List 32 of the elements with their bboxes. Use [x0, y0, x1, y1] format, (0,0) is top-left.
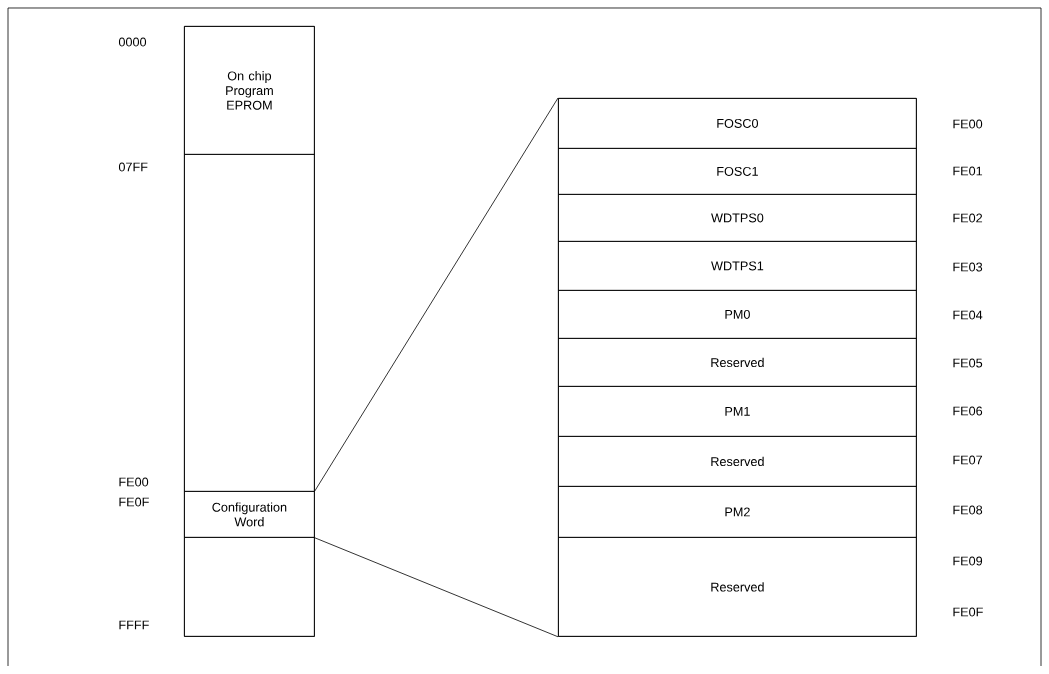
memory-segment: WDTPS1	[558, 241, 917, 291]
memory-segment: On chip Program EPROM	[184, 26, 315, 155]
zoom-line	[314, 97, 559, 492]
address-label: FE00	[953, 119, 983, 129]
memory-segment: FOSC0	[558, 98, 917, 149]
memory-segment	[184, 537, 315, 637]
memory-segment: Reserved	[558, 338, 917, 387]
address-label: FE03	[953, 262, 983, 272]
address-label: FE0F	[119, 497, 149, 507]
memory-segment: Reserved	[558, 537, 917, 637]
zoom-line	[314, 537, 559, 638]
address-label: FE04	[953, 310, 983, 320]
address-label: 0000	[118, 37, 147, 47]
address-label: FE09	[953, 556, 983, 566]
memory-segment: PM1	[558, 386, 917, 437]
memory-segment	[184, 154, 315, 492]
memory-segment: Reserved	[558, 436, 917, 487]
address-label: FE00	[119, 477, 149, 487]
memory-segment: WDTPS0	[558, 194, 917, 242]
address-label: FFFF	[119, 620, 149, 630]
address-label: FE02	[953, 213, 983, 223]
memory-segment: FOSC1	[558, 148, 917, 195]
address-label: FE08	[953, 505, 983, 515]
memory-segment: PM0	[558, 290, 917, 339]
address-label: FE07	[953, 455, 983, 465]
address-label: 07FF	[118, 162, 148, 172]
address-label: FE01	[953, 166, 983, 176]
address-label: FE05	[953, 358, 983, 368]
address-label: FE06	[953, 406, 983, 416]
memory-segment: Configuration Word	[184, 491, 315, 538]
memory-segment: PM2	[558, 486, 917, 538]
address-label: FE0F	[953, 607, 983, 617]
